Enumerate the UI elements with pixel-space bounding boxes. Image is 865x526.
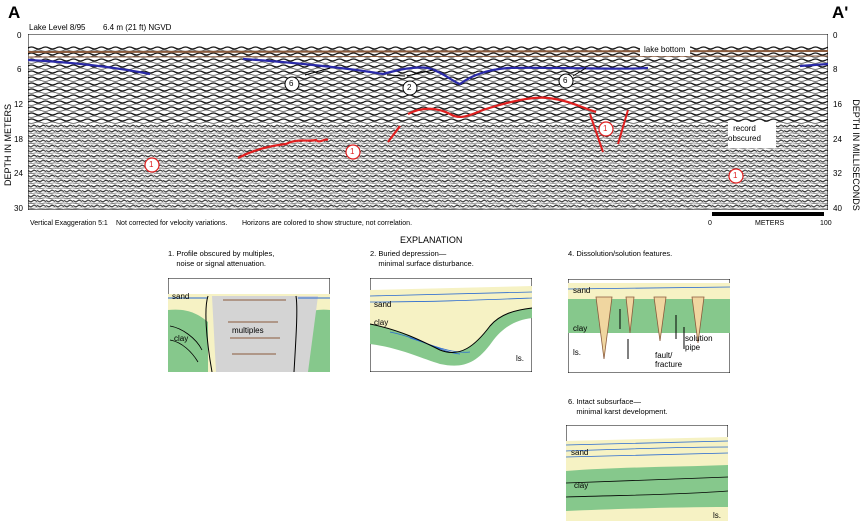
blue-horizon — [242, 57, 649, 86]
right-tick: 16 — [833, 100, 842, 109]
diagram4-ls-label: ls. — [573, 348, 581, 357]
diagram1-multiples-label: multiples — [232, 326, 264, 335]
right-tick: 40 — [833, 204, 842, 213]
diagram-multiples — [168, 278, 330, 372]
blue-horizon — [28, 58, 151, 76]
diagram6-clay-label: clay — [574, 481, 589, 490]
deep-reflection-texture — [28, 124, 828, 210]
left-tick: 6 — [17, 65, 22, 74]
section-end-letter: A' — [832, 3, 849, 22]
marker-circle — [284, 76, 300, 92]
explanation-item-4: 4. Dissolution/solution features. — [568, 249, 673, 258]
diagram4-clay-label: clay — [573, 324, 588, 333]
diagram6-ls-label: ls. — [713, 511, 721, 520]
diagram4-fault-label: fault/ fracture — [655, 351, 683, 369]
lake-bottom-label: lake bottom — [644, 45, 686, 54]
water-column — [28, 34, 828, 46]
scale-left-label: 0 — [708, 220, 712, 227]
diagram1-clay-label: clay — [174, 334, 189, 343]
record-obscured-label: record obscured — [728, 124, 761, 143]
right-tick: 24 — [833, 135, 842, 144]
marker-circle — [402, 80, 418, 96]
left-tick: 18 — [14, 135, 23, 144]
record-obscured-box — [728, 122, 776, 148]
scale-right-label: 100 — [820, 220, 832, 227]
diagram-buried-depression — [370, 278, 532, 372]
marker-circle — [728, 168, 744, 184]
diagram2-sand-label: sand — [374, 300, 392, 309]
marker-label: 1 — [149, 160, 154, 169]
marker-label: 2 — [407, 83, 412, 92]
lake-level-value: 6.4 m (21 ft) NGVD — [103, 23, 172, 32]
explanation-heading: EXPLANATION — [400, 235, 463, 245]
arrow-line — [304, 67, 331, 76]
diagram4-solution-pipe-label: solution pipe — [685, 334, 713, 352]
arrow-line — [572, 67, 587, 77]
left-tick: 30 — [14, 204, 23, 213]
explanation-item-2: 2. Buried depression— minimal surface di… — [370, 249, 474, 268]
diagram2-ls-label: ls. — [516, 354, 524, 363]
marker-circle — [558, 73, 574, 89]
marker-label: 6 — [289, 79, 294, 88]
explanation-item-1: 1. Profile obscured by multiples, noise … — [168, 249, 275, 268]
red-horizon — [237, 138, 329, 159]
blue-horizon — [799, 62, 828, 68]
right-tick: 32 — [833, 169, 842, 178]
red-horizon — [387, 125, 401, 143]
left-tick: 24 — [14, 169, 23, 178]
diagram-dissolution — [568, 279, 730, 373]
section-start-letter: A — [8, 3, 21, 22]
lake-bottom-label-box — [640, 46, 690, 56]
arrow-line — [386, 74, 406, 77]
marker-label: 1 — [603, 124, 608, 133]
red-horizon — [589, 113, 604, 153]
marker-circle — [598, 121, 614, 137]
lake-level-label: Lake Level 8/95 — [29, 23, 86, 32]
marker-label: 6 — [563, 76, 568, 85]
left-tick: 12 — [14, 100, 23, 109]
red-horizon — [617, 109, 629, 145]
marker-label: 1 — [350, 147, 355, 156]
red-horizon — [407, 96, 597, 119]
profile-markers — [144, 73, 744, 184]
vertical-exaggeration-note: Vertical Exaggeration 5:1 — [30, 220, 108, 227]
scale-bar — [712, 212, 824, 216]
velocity-note: Not corrected for velocity variations. — [116, 220, 228, 227]
marker-circle — [144, 157, 160, 173]
marker-label: 1 — [733, 171, 738, 180]
left-tick: 0 — [17, 31, 22, 40]
lake-bottom-line-lower — [28, 55, 828, 58]
diagram1-sand-label: sand — [172, 292, 190, 301]
arrow-line — [406, 69, 434, 77]
diagram4-sand-label: sand — [573, 286, 591, 295]
right-tick: 8 — [833, 65, 838, 74]
seismic-profile — [28, 34, 828, 210]
horizons-note: Horizons are colored to show structure, … — [242, 220, 413, 227]
diagram2-clay-label: clay — [374, 318, 389, 327]
right-tick: 0 — [833, 31, 838, 40]
diagram-intact-subsurface — [566, 425, 728, 521]
scale-unit-label: METERS — [755, 220, 785, 227]
marker-circle — [345, 144, 361, 160]
explanation-item-6: 6. Intact subsurface— minimal karst deve… — [568, 397, 668, 416]
diagram6-sand-label: sand — [571, 448, 589, 457]
lake-bottom-line — [28, 50, 828, 53]
